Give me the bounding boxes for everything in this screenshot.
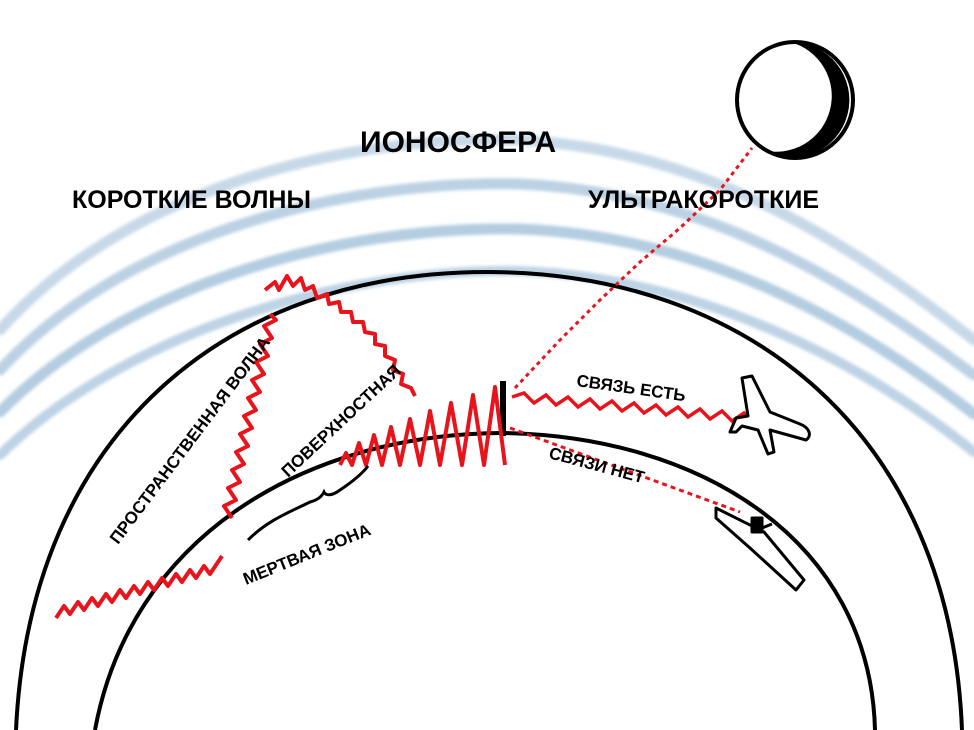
ionosphere-band-2 (0, 178, 974, 381)
ultrashort-space-wave (513, 147, 754, 390)
earth-surface-arc (93, 430, 877, 730)
antenna-mast-icon (500, 381, 506, 436)
airplane-icon (728, 374, 811, 456)
short-waves-label: КОРОТКИЕ ВОЛНЫ (72, 186, 311, 214)
ionosphere-layers (0, 134, 974, 460)
link-no-line (509, 426, 741, 514)
atmosphere-boundary-arc (14, 269, 964, 730)
link-yes-wave (511, 390, 776, 426)
ship-icon (714, 506, 806, 592)
ionosphere-band-3 (0, 223, 974, 420)
crescent-moon-icon (735, 40, 855, 160)
ultrashort-label: УЛЬТРАКОРОТКИЕ (588, 186, 819, 214)
ionosphere-band-4 (0, 265, 974, 460)
dead-zone-brace (246, 465, 370, 542)
ionosphere-label: ИОНОСФЕРА (360, 126, 556, 159)
ground-wave-path (338, 385, 507, 467)
ionosphere-band-1 (0, 134, 974, 346)
sky-wave-path (54, 274, 417, 620)
